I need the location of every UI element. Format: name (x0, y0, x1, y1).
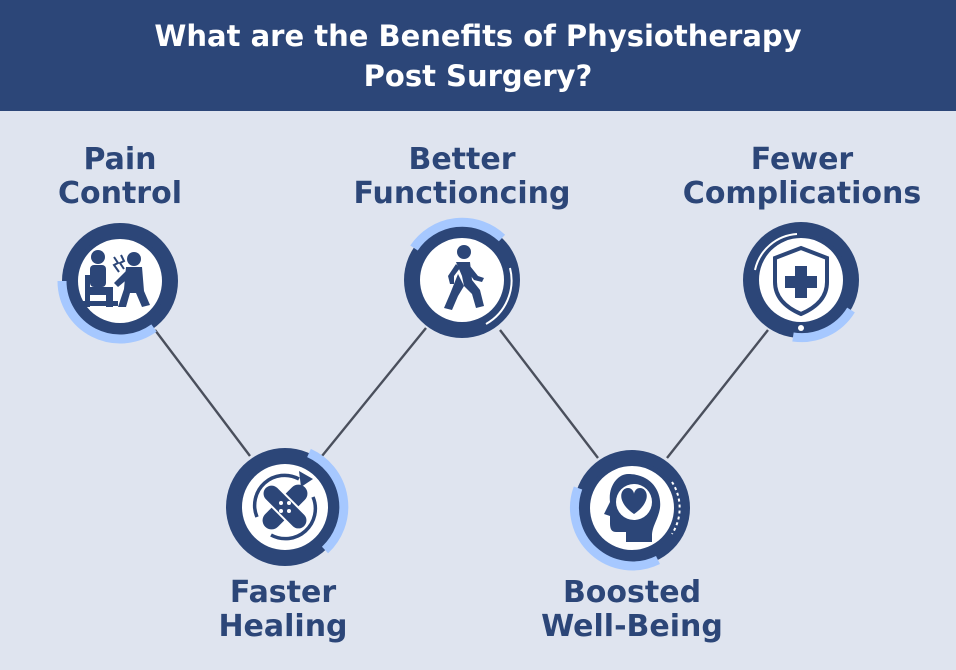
medical-shield-icon (773, 245, 829, 317)
label-boosted-well-being-line-2: Well-Being (541, 609, 723, 644)
label-faster-healing-line-2: Healing (218, 609, 348, 644)
label-pain-control: Pain Control (30, 143, 210, 211)
connector-2-3 (321, 327, 427, 457)
node-fewer-complications (743, 222, 859, 343)
label-pain-control-line-1: Pain (83, 142, 157, 177)
physiotherapist-patient-icon (82, 250, 150, 307)
connector-4-5 (666, 329, 769, 459)
node-better-functioning (404, 217, 520, 338)
label-pain-control-line-2: Control (57, 176, 182, 211)
title-banner: What are the Benefits of Physiotherapy P… (0, 0, 956, 111)
label-fewer-complications-line-2: Complications (682, 176, 922, 211)
label-faster-healing: Faster Healing (193, 576, 373, 644)
label-faster-healing-line-1: Faster (229, 575, 337, 610)
head-heart-icon (604, 474, 661, 542)
label-boosted-well-being: Boosted Well-Being (520, 576, 744, 644)
node-pain-control (57, 223, 178, 344)
walking-person-icon (444, 245, 484, 310)
bandage-healing-icon (252, 471, 318, 541)
title-line-2: Post Surgery? (363, 58, 593, 93)
label-better-functioning-line-1: Better (408, 142, 516, 177)
connector-1-2 (154, 329, 251, 457)
label-better-functioning: Better Functioncing (337, 143, 587, 211)
title-line-1: What are the Benefits of Physiotherapy (154, 18, 802, 53)
connector-3-4 (499, 329, 599, 459)
label-fewer-complications: Fewer Complications (666, 143, 938, 211)
node-boosted-well-being (569, 450, 690, 571)
label-fewer-complications-line-1: Fewer (750, 142, 854, 177)
node-faster-healing (226, 448, 349, 566)
label-better-functioning-line-2: Functioncing (353, 176, 571, 211)
connector-lines (154, 327, 769, 459)
label-boosted-well-being-line-1: Boosted (562, 575, 702, 610)
